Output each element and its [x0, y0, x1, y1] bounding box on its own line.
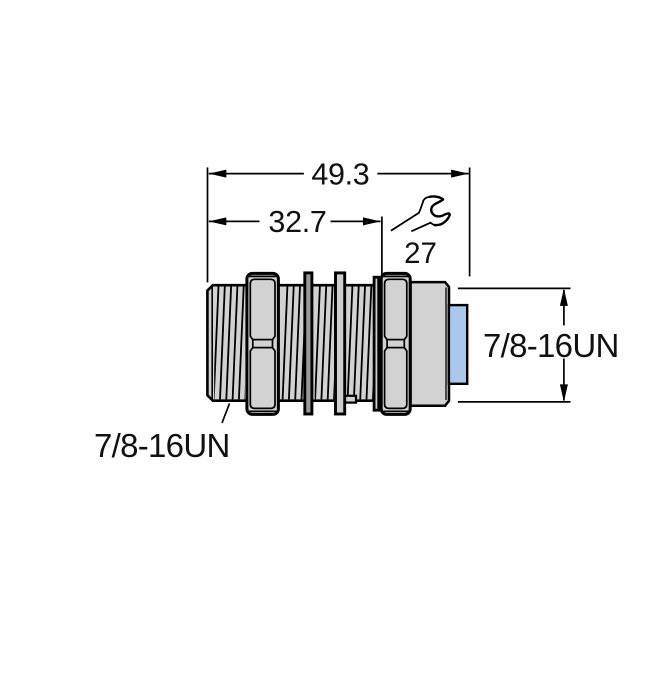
- svg-text:7/8-16UN: 7/8-16UN: [94, 427, 230, 464]
- svg-text:49.3: 49.3: [311, 157, 369, 191]
- svg-text:27: 27: [404, 237, 437, 270]
- svg-text:32.7: 32.7: [268, 205, 326, 239]
- svg-text:7/8-16UN: 7/8-16UN: [483, 327, 619, 364]
